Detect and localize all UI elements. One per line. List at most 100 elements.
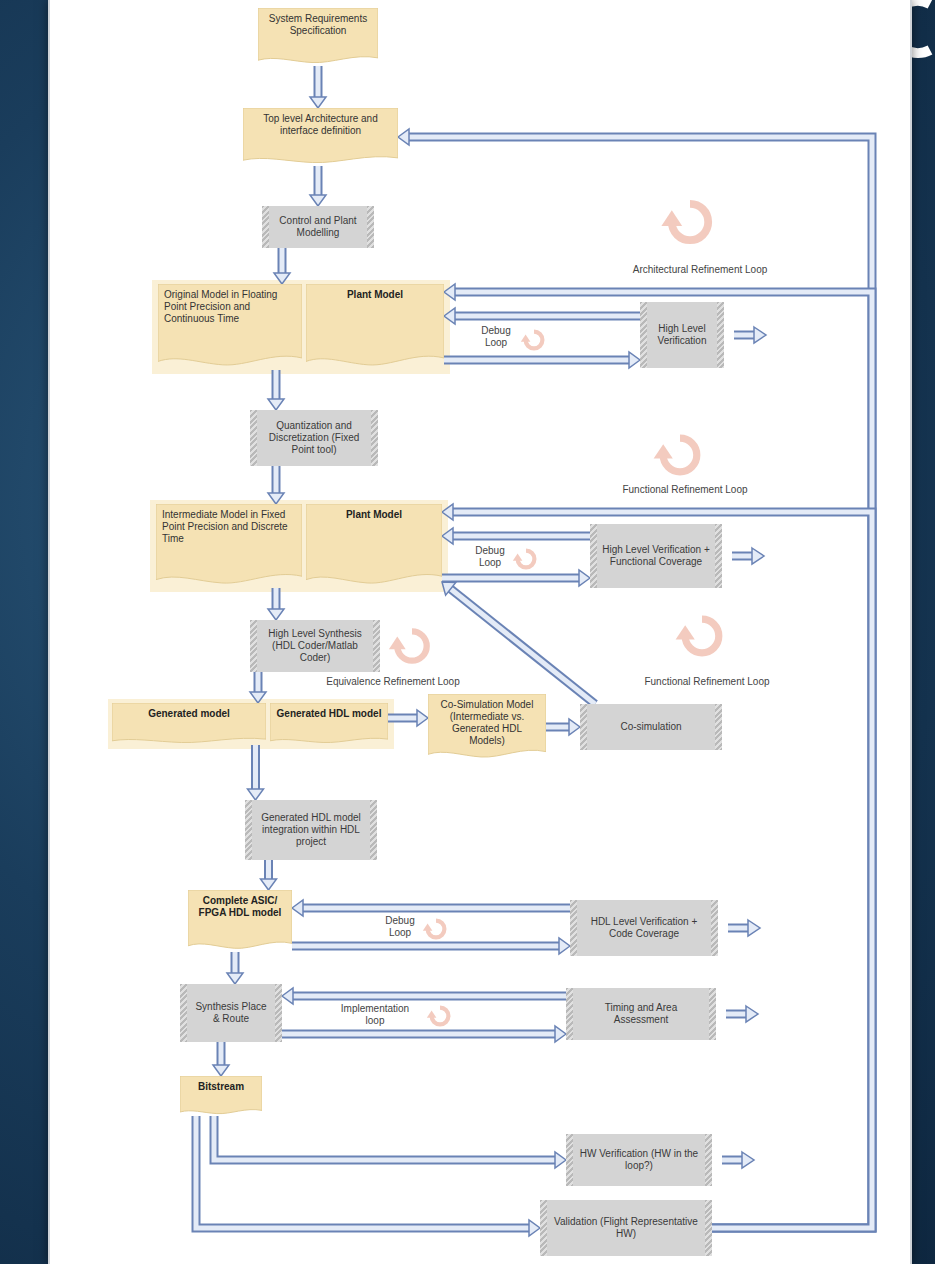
arrow-head (274, 273, 290, 284)
node-text: Original Model in Floating Point Precisi… (164, 289, 296, 325)
flow-arrow (442, 528, 590, 544)
flow-arrow (444, 284, 872, 1228)
arrow-body (219, 1042, 224, 1066)
flow-arrow (388, 710, 428, 726)
flow-arrow (546, 719, 580, 735)
arrow-body (274, 588, 279, 610)
document-page (48, 0, 912, 1264)
arrow-outline (454, 312, 640, 321)
loop-label: Debug Loop (378, 915, 422, 939)
arrow-outline (272, 466, 281, 494)
loop-icon (521, 332, 543, 349)
arrow-outline (278, 248, 287, 274)
arrow-outline (408, 137, 872, 1228)
process-box: HDL Level Verification + Code Coverage (570, 900, 718, 956)
flow-arrow (261, 860, 277, 890)
node-text: High Level Verification + Functional Cov… (602, 544, 710, 568)
arrow-body (214, 1116, 556, 1160)
output-arrow (728, 920, 760, 936)
loop-icon (427, 1008, 449, 1025)
document-shape: Generated HDL model (270, 703, 388, 745)
arrow-outline (272, 588, 281, 610)
arrow-head (555, 1152, 566, 1168)
arrow-head (292, 900, 303, 916)
arrow-head (261, 879, 277, 890)
loop-label: Debug Loop (474, 325, 518, 349)
arrow-body (546, 725, 570, 730)
arrow-head (268, 399, 284, 410)
arrow-head (579, 570, 590, 586)
flow-arrow (444, 308, 640, 324)
node-text: Plant Model (312, 509, 436, 521)
arrow-body (266, 860, 271, 880)
flow-arrow (268, 370, 284, 410)
output-arrow (734, 327, 766, 343)
document-shape: Plant Model (306, 504, 442, 588)
arrow-outline (314, 166, 323, 196)
arrow-body (253, 745, 258, 790)
document-shape: Generated model (112, 703, 266, 745)
loop-label: Architectural Refinement Loop (610, 264, 790, 276)
node-text: Co-simulation (592, 721, 710, 733)
loop-label: Functional Refinement Loop (600, 484, 770, 496)
arrow-body (450, 588, 595, 704)
document-shape: Original Model in Floating Point Precisi… (158, 284, 302, 370)
node-text: Intermediate Model in Fixed Point Precis… (162, 509, 296, 545)
process-box: Control and Plant Modelling (262, 206, 374, 248)
arrow-body (280, 248, 285, 274)
node-text: Quantization and Discretization (Fixed P… (262, 420, 366, 456)
flow-arrow (292, 938, 570, 954)
document-shape: Intermediate Model in Fixed Point Precis… (156, 504, 302, 588)
arrow-body (442, 576, 580, 581)
arrow-outline (217, 1042, 226, 1066)
arrow-body (454, 314, 640, 319)
flow-arrow (442, 582, 595, 704)
arrow-head (444, 308, 455, 324)
loop-label: Implementation loop (330, 1003, 420, 1027)
flow-arrow (442, 504, 872, 1228)
arrow-body (454, 292, 872, 1228)
document-shape: Top level Architecture and interface def… (243, 108, 398, 166)
arrow-head (442, 528, 453, 544)
arrow-outline (442, 574, 580, 583)
arrow-head (248, 789, 264, 800)
arrow-outline (314, 66, 323, 98)
arrow-outline (264, 860, 273, 880)
arrow-head (227, 973, 243, 984)
flow-arrow (310, 166, 326, 206)
node-text: Top level Architecture and interface def… (249, 113, 392, 137)
process-box: High Level Verification (640, 302, 724, 368)
arrow-head (569, 719, 580, 735)
arrow-head (629, 352, 640, 368)
arrow-head (310, 195, 326, 206)
process-box: Quantization and Discretization (Fixed P… (250, 410, 378, 466)
arrow-outline (282, 1030, 556, 1039)
node-text: Plant Model (312, 289, 438, 301)
arrow-body (408, 137, 872, 1228)
arrow-outline (454, 292, 872, 1228)
flow-arrow (196, 1116, 540, 1236)
arrow-head (310, 97, 326, 108)
arrow-outline (251, 745, 260, 790)
flow-arrow (248, 745, 264, 800)
node-text: High Level Synthesis (HDL Coder/Matlab C… (262, 628, 368, 664)
arrow-body (388, 716, 418, 721)
arrow-outline (546, 723, 570, 732)
arrow-body (316, 66, 321, 98)
output-arrow (722, 1152, 754, 1168)
flow-arrow (227, 952, 243, 984)
arrow-outline (196, 1116, 530, 1228)
node-text: High Level Verification (652, 323, 712, 347)
node-text: Bitstream (186, 1081, 256, 1093)
loop-icon (423, 921, 445, 938)
arrow-body (452, 512, 872, 1228)
node-text: Generated HDL model (276, 708, 382, 720)
node-text: Generated HDL model integration within H… (257, 812, 365, 848)
flow-arrow (268, 466, 284, 504)
arrow-outline (214, 1116, 556, 1160)
arrow-outline (452, 512, 872, 1228)
arrow-outline (292, 992, 566, 1001)
arrow-body (316, 166, 321, 196)
